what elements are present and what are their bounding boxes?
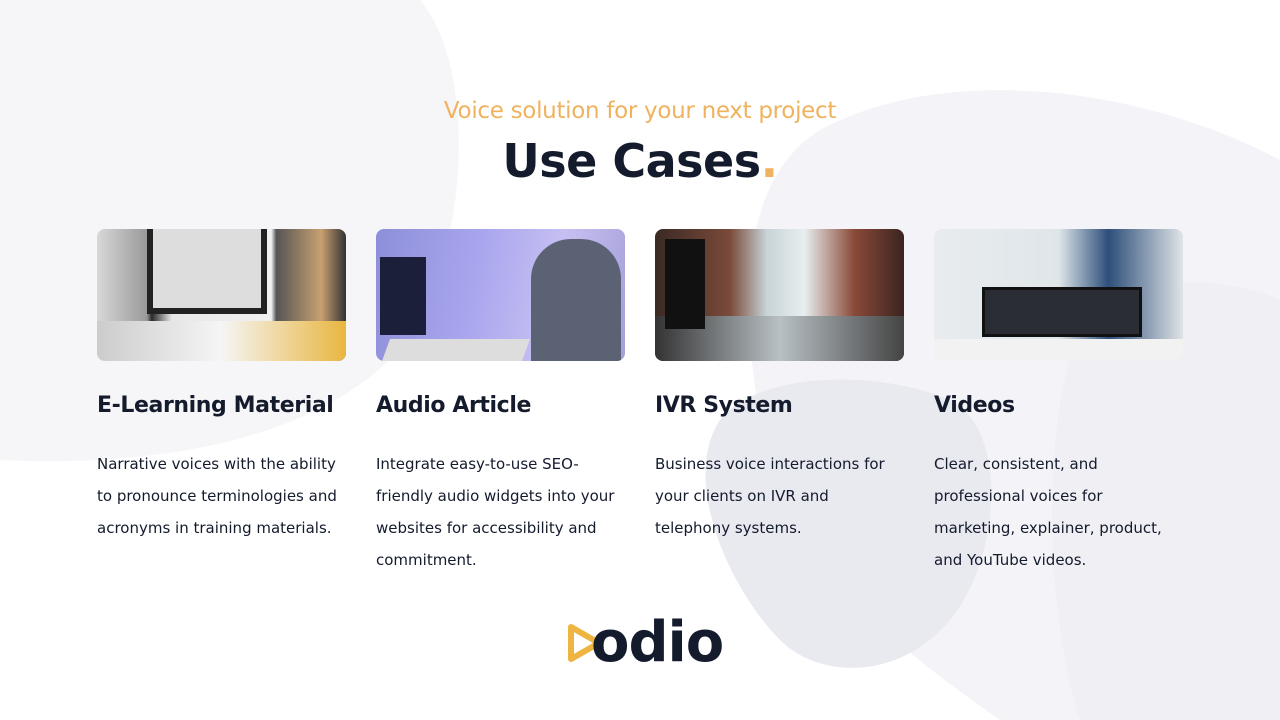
card-description: Business voice interactions for your cli… (655, 455, 885, 537)
title-text: Use Cases (502, 134, 761, 188)
e-learning-photo (97, 229, 346, 361)
card-title: Audio Article (376, 393, 531, 418)
odio-logo: odio (565, 610, 724, 675)
ivr-office-photo (655, 229, 904, 361)
section-subtitle: Voice solution for your next project (443, 98, 837, 124)
card-description: Clear, consistent, and professional voic… (934, 455, 1162, 569)
use-case-card-ivr: IVR System Business voice interactions f… (655, 229, 905, 544)
logo-text: odio (591, 610, 724, 675)
card-description: Narrative voices with the ability to pro… (97, 455, 337, 537)
use-case-card-elearning: E-Learning Material Narrative voices wit… (97, 229, 347, 544)
section-title: Use Cases. (0, 134, 1280, 188)
card-title: E-Learning Material (97, 393, 334, 418)
card-description: Integrate easy-to-use SEO-friendly audio… (376, 455, 615, 569)
use-case-card-videos: Videos Clear, consistent, and profession… (934, 229, 1184, 576)
play-icon (568, 624, 602, 662)
card-title: Videos (934, 393, 1015, 418)
video-editing-photo (934, 229, 1183, 361)
title-dot: . (760, 134, 778, 188)
card-title: IVR System (655, 393, 793, 418)
audio-article-photo (376, 229, 625, 361)
use-case-card-audio-article: Audio Article Integrate easy-to-use SEO-… (376, 229, 626, 576)
